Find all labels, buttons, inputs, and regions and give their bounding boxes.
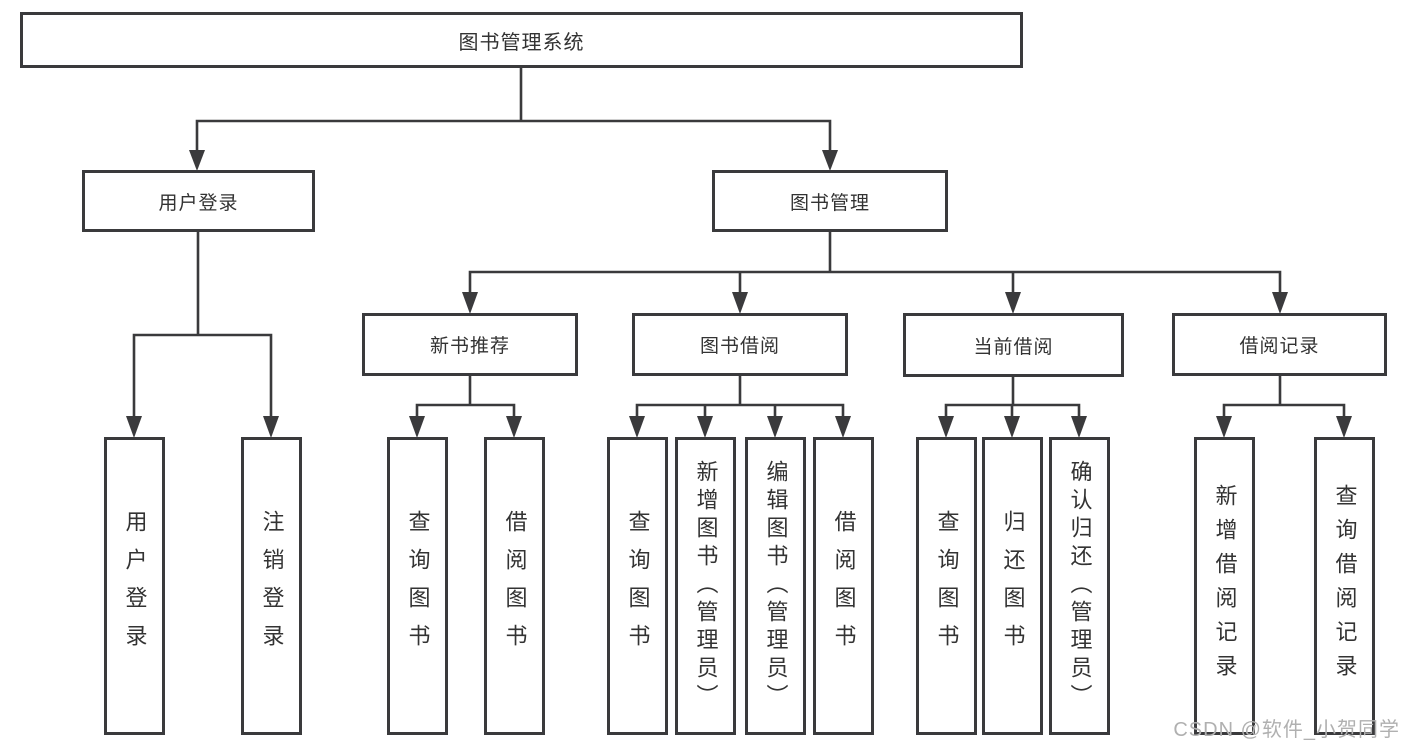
- leaf-add-borrow-record: 新增借阅记录: [1194, 437, 1255, 735]
- leaf-query-borrow-record: 查询借阅记录: [1314, 437, 1375, 735]
- leaf-logout: 注销登录: [241, 437, 302, 735]
- leaf-user-login: 用户登录: [104, 437, 165, 735]
- node-new-book-recommend: 新书推荐: [362, 313, 578, 376]
- node-book-borrow: 图书借阅: [632, 313, 848, 376]
- leaf-query-books-recommend: 查询图书: [387, 437, 448, 735]
- node-book-management: 图书管理: [712, 170, 948, 232]
- node-borrow-records: 借阅记录: [1172, 313, 1387, 376]
- leaf-borrow-books: 借阅图书: [813, 437, 874, 735]
- leaf-add-books-admin: 新增图书（管理员）: [675, 437, 736, 735]
- leaf-borrow-books-recommend: 借阅图书: [484, 437, 545, 735]
- leaf-edit-books-admin: 编辑图书（管理员）: [745, 437, 806, 735]
- node-current-borrow: 当前借阅: [903, 313, 1124, 377]
- leaf-query-books-current: 查询图书: [916, 437, 977, 735]
- node-library-management-system: 图书管理系统: [20, 12, 1023, 68]
- csdn-watermark: CSDN @软件_小贺同学: [1173, 719, 1400, 741]
- leaf-query-books-borrow: 查询图书: [607, 437, 668, 735]
- node-user-login: 用户登录: [82, 170, 315, 232]
- leaf-return-books: 归还图书: [982, 437, 1043, 735]
- leaf-confirm-return-admin: 确认归还（管理员）: [1049, 437, 1110, 735]
